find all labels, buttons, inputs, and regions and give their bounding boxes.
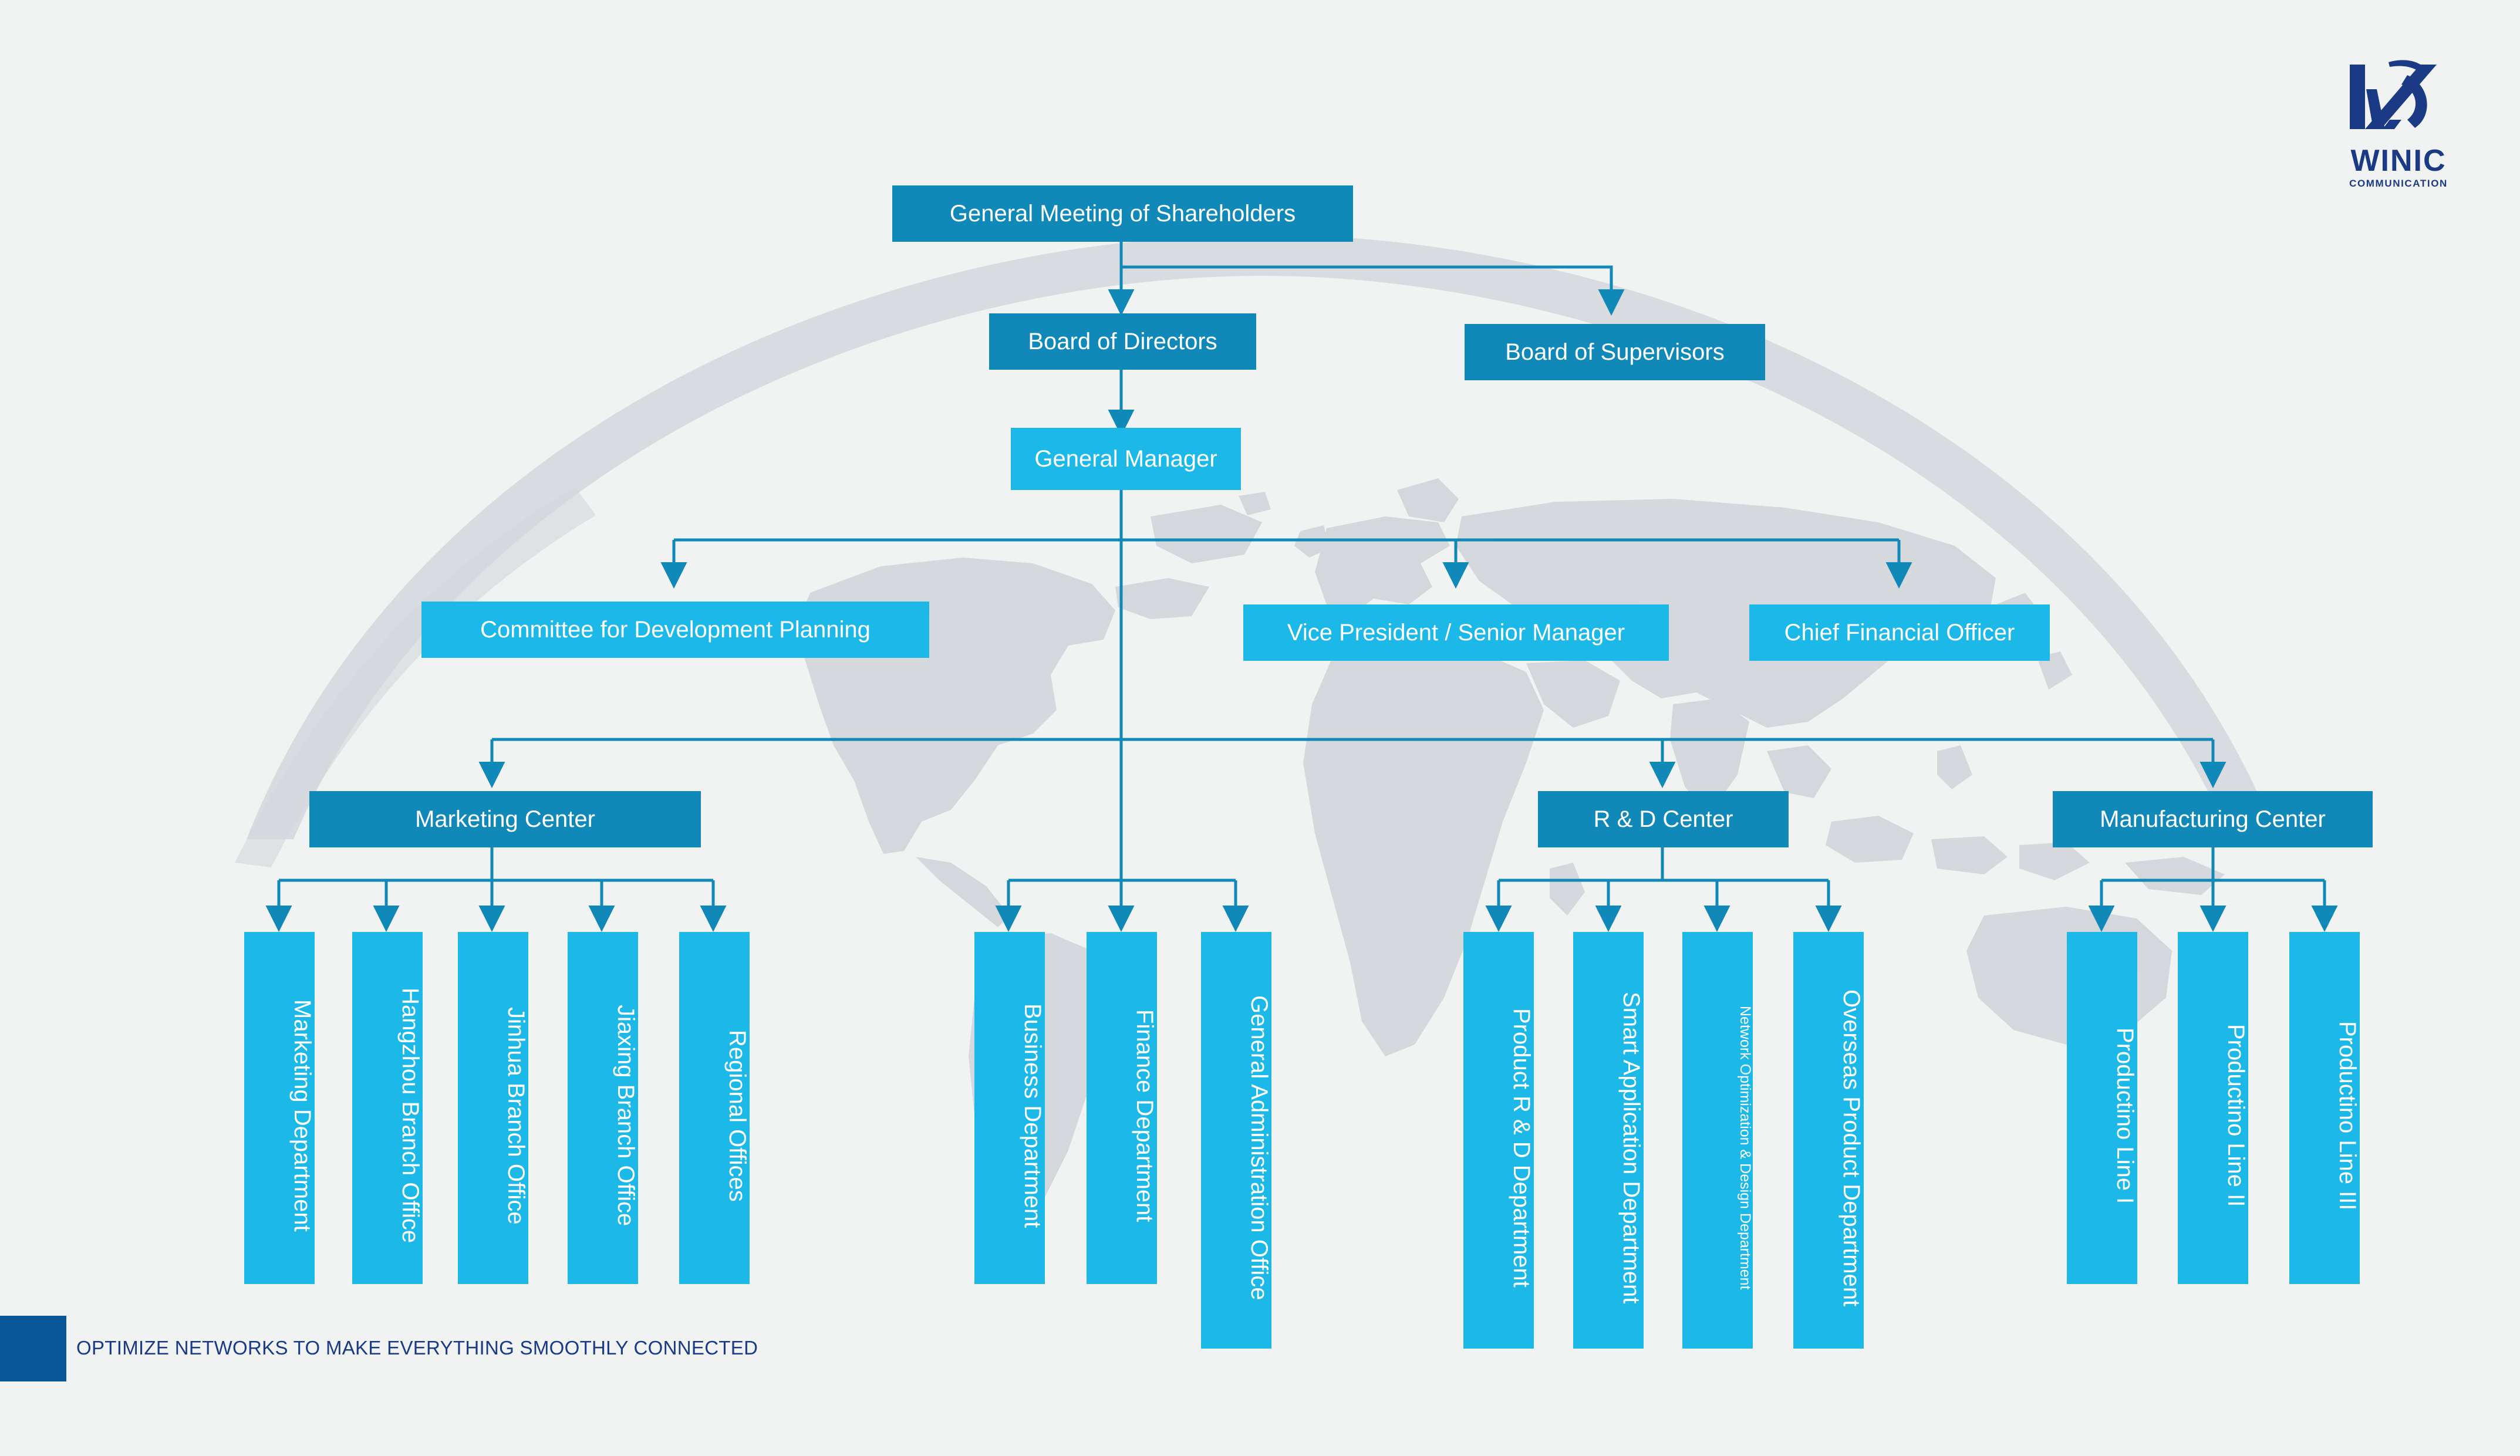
node-regional-offices[interactable]: Regional Offices [679,932,750,1284]
node-label: Productino Line I [2112,1027,2138,1204]
node-marketing-center[interactable]: Marketing Center [309,791,701,847]
node-vice-president-senior-manager[interactable]: Vice President / Senior Manager [1243,604,1669,661]
node-board-of-supervisors[interactable]: Board of Supervisors [1465,324,1765,380]
node-finance-department[interactable]: Finance Department [1087,932,1158,1284]
node-network-optimization-design-department[interactable]: Network Optimization & Design Department [1682,932,1753,1349]
node-smart-application-department[interactable]: Smart Application Department [1573,932,1644,1349]
winic-logo: WINIC COMMUNICATION [2319,54,2478,189]
footer-accent-block [0,1316,66,1381]
node-chief-financial-officer[interactable]: Chief Financial Officer [1749,604,2050,661]
node-production-line-1[interactable]: Productino Line I [2067,932,2138,1284]
logo-wordmark: WINIC [2350,144,2447,178]
node-label: Committee for Development Planning [480,617,871,643]
node-label: Business Department [1020,1003,1045,1228]
node-manufacturing-center[interactable]: Manufacturing Center [2053,791,2373,847]
node-production-line-3[interactable]: Productino Line III [2289,932,2360,1284]
winic-w-d-mark-icon [2350,60,2437,129]
node-label: Productino Line III [2335,1021,2360,1211]
node-rd-center[interactable]: R & D Center [1538,791,1789,847]
node-label: General Administration Office [1246,995,1272,1300]
node-label: Overseas Product Department [1838,989,1864,1307]
node-product-rd-department[interactable]: Product R & D Department [1463,932,1534,1349]
node-overseas-product-department[interactable]: Overseas Product Department [1793,932,1864,1349]
node-general-manager[interactable]: General Manager [1011,428,1241,490]
node-label: Jinhua Branch Office [503,1006,529,1225]
node-label: Regional Offices [724,1029,750,1202]
node-label: R & D Center [1593,806,1733,832]
node-general-administration-office[interactable]: General Administration Office [1201,932,1272,1349]
node-label: Network Optimization & Design Department [1737,1006,1753,1290]
node-label: Productino Line II [2223,1024,2249,1207]
node-label: Marketing Department [289,999,315,1232]
node-production-line-2[interactable]: Productino Line II [2178,932,2249,1284]
node-jinhua-branch-office[interactable]: Jinhua Branch Office [458,932,529,1284]
node-marketing-department[interactable]: Marketing Department [244,932,315,1284]
node-label: Manufacturing Center [2100,806,2326,832]
logo-subtitle: COMMUNICATION [2349,178,2448,189]
node-label: Finance Department [1132,1009,1158,1222]
node-label: Board of Supervisors [1505,339,1725,365]
node-label: Product R & D Department [1509,1008,1534,1288]
node-label: Jiaxing Branch Office [613,1005,639,1227]
node-label: Chief Financial Officer [1784,620,2015,646]
node-label: Vice President / Senior Manager [1287,620,1625,646]
footer-tagline: OPTIMIZE NETWORKS TO MAKE EVERYTHING SMO… [76,1337,758,1359]
node-committee-for-development-planning[interactable]: Committee for Development Planning [421,602,929,658]
node-board-of-directors[interactable]: Board of Directors [989,313,1256,370]
node-label: Smart Application Department [1618,992,1644,1304]
node-general-meeting-of-shareholders[interactable]: General Meeting of Shareholders [892,185,1353,242]
node-jiaxing-branch-office[interactable]: Jiaxing Branch Office [568,932,639,1284]
node-business-department[interactable]: Business Department [974,932,1045,1284]
node-label: Board of Directors [1028,329,1217,354]
node-hangzhou-branch-office[interactable]: Hangzhou Branch Office [352,932,423,1284]
node-label: Hangzhou Branch Office [397,988,423,1244]
node-label: Marketing Center [415,806,595,832]
node-label: General Manager [1034,446,1217,472]
node-label: General Meeting of Shareholders [949,201,1296,227]
